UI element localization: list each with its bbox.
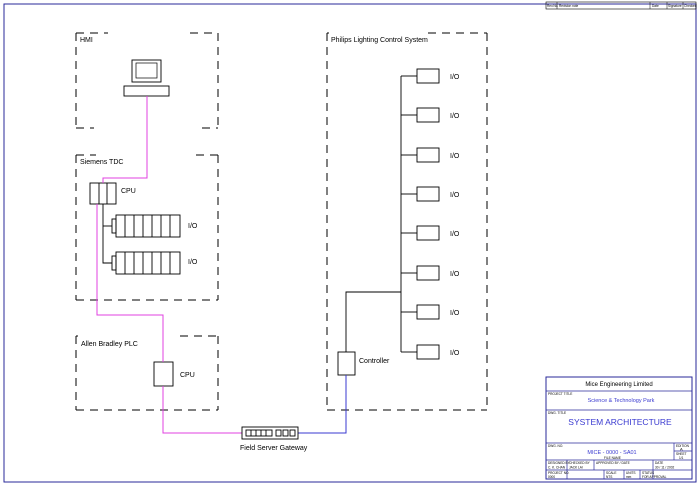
philips-io-module-8 bbox=[401, 344, 440, 360]
units-label: UNITS bbox=[626, 471, 636, 475]
allen-bradley-group-title: Allen Bradley PLC bbox=[81, 341, 138, 348]
file-name-label: FILE NAME bbox=[604, 456, 621, 460]
philips-io-label-6: I/O bbox=[450, 271, 460, 278]
siemens-io-rack-2 bbox=[111, 251, 181, 275]
controller-to-gateway-link bbox=[298, 375, 347, 434]
status-value: FOR APPROVAL bbox=[642, 475, 667, 479]
company-name: Mice Engineering Limited bbox=[585, 382, 652, 388]
philips-io-label-8: I/O bbox=[450, 350, 460, 357]
rev-checked-header: Checked bbox=[684, 4, 697, 8]
philips-io-module-7 bbox=[401, 304, 440, 320]
philips-io-label-7: I/O bbox=[450, 310, 460, 317]
philips-io-module-6 bbox=[401, 265, 440, 281]
sheet-value: 1/1 bbox=[679, 456, 684, 460]
siemens-io-label-1: I/O bbox=[188, 223, 198, 230]
units-value: mm bbox=[626, 475, 632, 479]
rev-no-header: Rev.No. bbox=[547, 4, 558, 8]
philips-io-label-1: I/O bbox=[450, 74, 460, 81]
date-label: DATE bbox=[655, 461, 663, 465]
checked-by-value: JACK LAI bbox=[569, 466, 583, 470]
siemens-cpu-module bbox=[89, 182, 117, 205]
hmi-to-siemens-link bbox=[102, 96, 148, 183]
sheet-label: SHEET bbox=[676, 452, 687, 456]
philips-io-label-4: I/O bbox=[450, 192, 460, 199]
hmi-group: HMI bbox=[75, 32, 219, 129]
project-no-label: PROJECT NO. bbox=[548, 471, 569, 475]
field-server-gateway bbox=[241, 426, 299, 440]
drawing-border bbox=[3, 3, 697, 483]
rev-note-header: Revision note bbox=[559, 4, 579, 8]
project-title-label: PROJECT TITLE bbox=[548, 392, 572, 396]
philips-controller-module bbox=[337, 351, 356, 376]
rev-signature-header: Signature bbox=[668, 4, 682, 8]
title-block bbox=[545, 376, 693, 480]
status-label: STATUS bbox=[642, 471, 654, 475]
scale-value: NTS bbox=[606, 475, 612, 479]
gateway-label: Field Server Gateway bbox=[240, 445, 308, 452]
siemens-io-label-2: I/O bbox=[188, 259, 198, 266]
philips-io-module-1 bbox=[401, 68, 440, 84]
siemens-cpu-label: CPU bbox=[121, 188, 136, 195]
controller-label: Controller bbox=[359, 358, 390, 365]
philips-group-title: Philips Lighting Control System bbox=[331, 37, 428, 44]
philips-io-module-2 bbox=[401, 107, 440, 123]
philips-io-label-3: I/O bbox=[450, 153, 460, 160]
edition-value: A bbox=[680, 447, 683, 452]
rev-date-header: Date bbox=[652, 4, 659, 8]
siemens-group-title: Siemens TDC bbox=[80, 159, 123, 166]
drawing-number: MICE - 0000 - SA01 bbox=[587, 450, 636, 456]
drawing-no-label: DWG. NO. bbox=[548, 444, 563, 448]
hmi-group-title: HMI bbox=[80, 37, 93, 44]
checked-by-label: CHECKED BY bbox=[569, 461, 591, 465]
ab-to-gateway-link bbox=[162, 386, 242, 434]
philips-io-label-5: I/O bbox=[450, 231, 460, 238]
philips-lighting-group: Philips Lighting Control System Controll… bbox=[326, 32, 488, 411]
philips-io-label-2: I/O bbox=[450, 113, 460, 120]
siemens-to-ab-link bbox=[96, 204, 164, 362]
designed-by-label: DESIGNED BY bbox=[548, 461, 571, 465]
designed-by-value: C. K. CHAN bbox=[548, 466, 566, 470]
philips-io-module-3 bbox=[401, 147, 440, 163]
project-title: Science & Technology Park bbox=[588, 398, 655, 404]
philips-io-module-5 bbox=[401, 225, 440, 241]
siemens-io-bus bbox=[102, 204, 112, 264]
edition-label: EDITION bbox=[676, 444, 690, 448]
date-value: 30 / 11 / 2002 bbox=[655, 466, 674, 470]
workstation-icon bbox=[123, 59, 170, 97]
project-no-value: 0000 bbox=[548, 475, 555, 479]
allen-bradley-group: Allen Bradley PLC CPU bbox=[75, 335, 219, 411]
allen-bradley-cpu-module bbox=[153, 361, 174, 387]
scale-label: SCALE bbox=[606, 471, 616, 475]
controller-bus-link bbox=[345, 291, 401, 352]
approved-by-label: APPROVED BY / DATE bbox=[596, 461, 630, 465]
drawing-title-label: DWG. TITLE bbox=[548, 411, 566, 415]
allen-bradley-cpu-label: CPU bbox=[180, 372, 195, 379]
revision-table: Rev.No. Revision note Date Signature Che… bbox=[545, 1, 697, 10]
philips-io-module-4 bbox=[401, 186, 440, 202]
drawing-title: SYSTEM ARCHITECTURE bbox=[568, 417, 672, 427]
siemens-io-rack-1 bbox=[111, 214, 181, 238]
